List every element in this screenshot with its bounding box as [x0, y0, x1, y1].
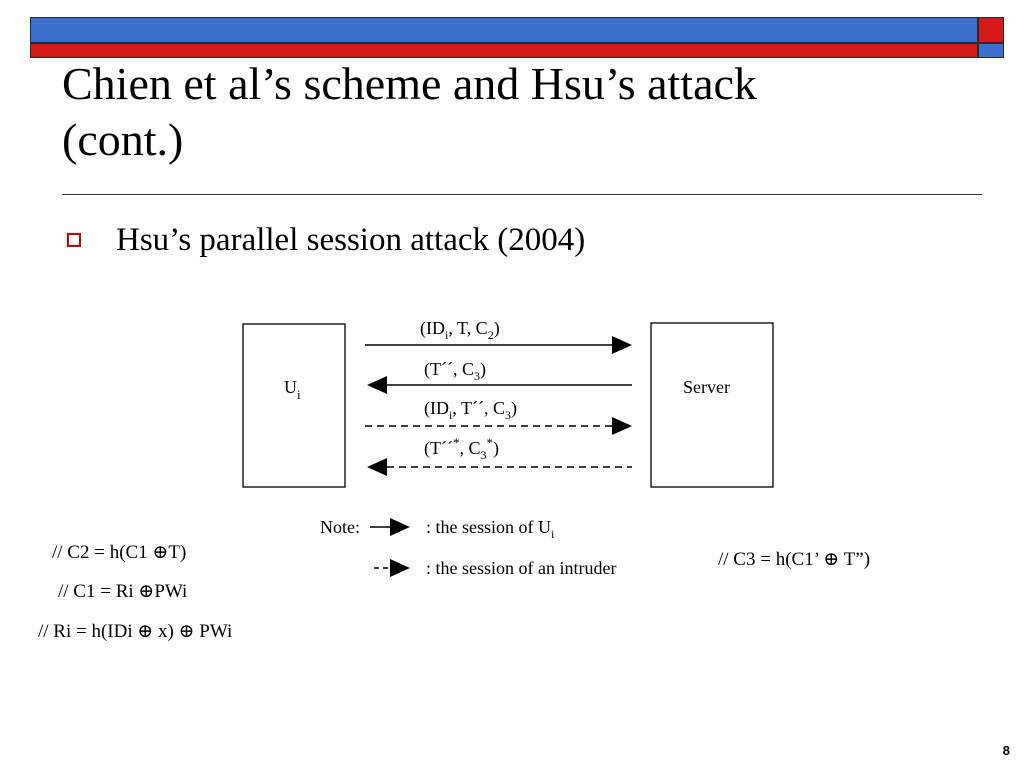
header-bar-blue [30, 17, 978, 43]
message-1-label: (IDi, T, C2) [420, 318, 500, 342]
note-c3: // C3 = h(C1’ ⊕ T”) [718, 549, 871, 570]
title-divider [62, 194, 982, 195]
message-2-label: (T´´, C3) [424, 359, 486, 383]
server-box [650, 322, 774, 488]
slide-title-line-2: (cont.) [62, 114, 184, 165]
note-c2: // C2 = h(C1 ⊕T) [52, 542, 187, 563]
legend-dashed-text: : the session of an intruder [426, 558, 616, 578]
legend-solid-text: : the session of Ui [426, 517, 555, 541]
page-number: 8 [1002, 743, 1010, 758]
header-square-blue [978, 43, 1004, 58]
legend-note-label: Note: [320, 517, 360, 537]
header-square-red [978, 17, 1004, 43]
slide-title-line-1: Chien et al’s scheme and Hsu’s attack [62, 58, 757, 109]
message-3-label: (IDi, T´´, C3) [424, 398, 517, 422]
user-label: Ui [284, 377, 301, 402]
legend-solid-arrowhead [390, 518, 410, 536]
note-ri: // Ri = h(IDi ⊕ x) ⊕ PWi [38, 621, 233, 642]
legend-dashed-arrowhead [390, 559, 410, 577]
message-2-arrowhead [367, 376, 387, 394]
message-4-arrowhead [367, 458, 387, 476]
bullet-text: Hsu’s parallel session attack (2004) [116, 222, 586, 258]
message-4-label: (T´´*, C3*) [424, 435, 499, 462]
slide-title: Chien et al’s scheme and Hsu’s attack (c… [62, 56, 962, 168]
message-1-arrowhead [612, 336, 632, 354]
server-label: Server [683, 377, 730, 397]
note-c1: // C1 = Ri ⊕PWi [58, 581, 188, 602]
bullet-square-icon [67, 233, 81, 247]
header-bar-red [30, 43, 978, 58]
message-3-arrowhead [612, 417, 632, 435]
user-box [242, 323, 346, 488]
protocol-diagram: Ui Server (IDi, T, C2) (T´´, C3) (IDi, T… [242, 318, 774, 578]
